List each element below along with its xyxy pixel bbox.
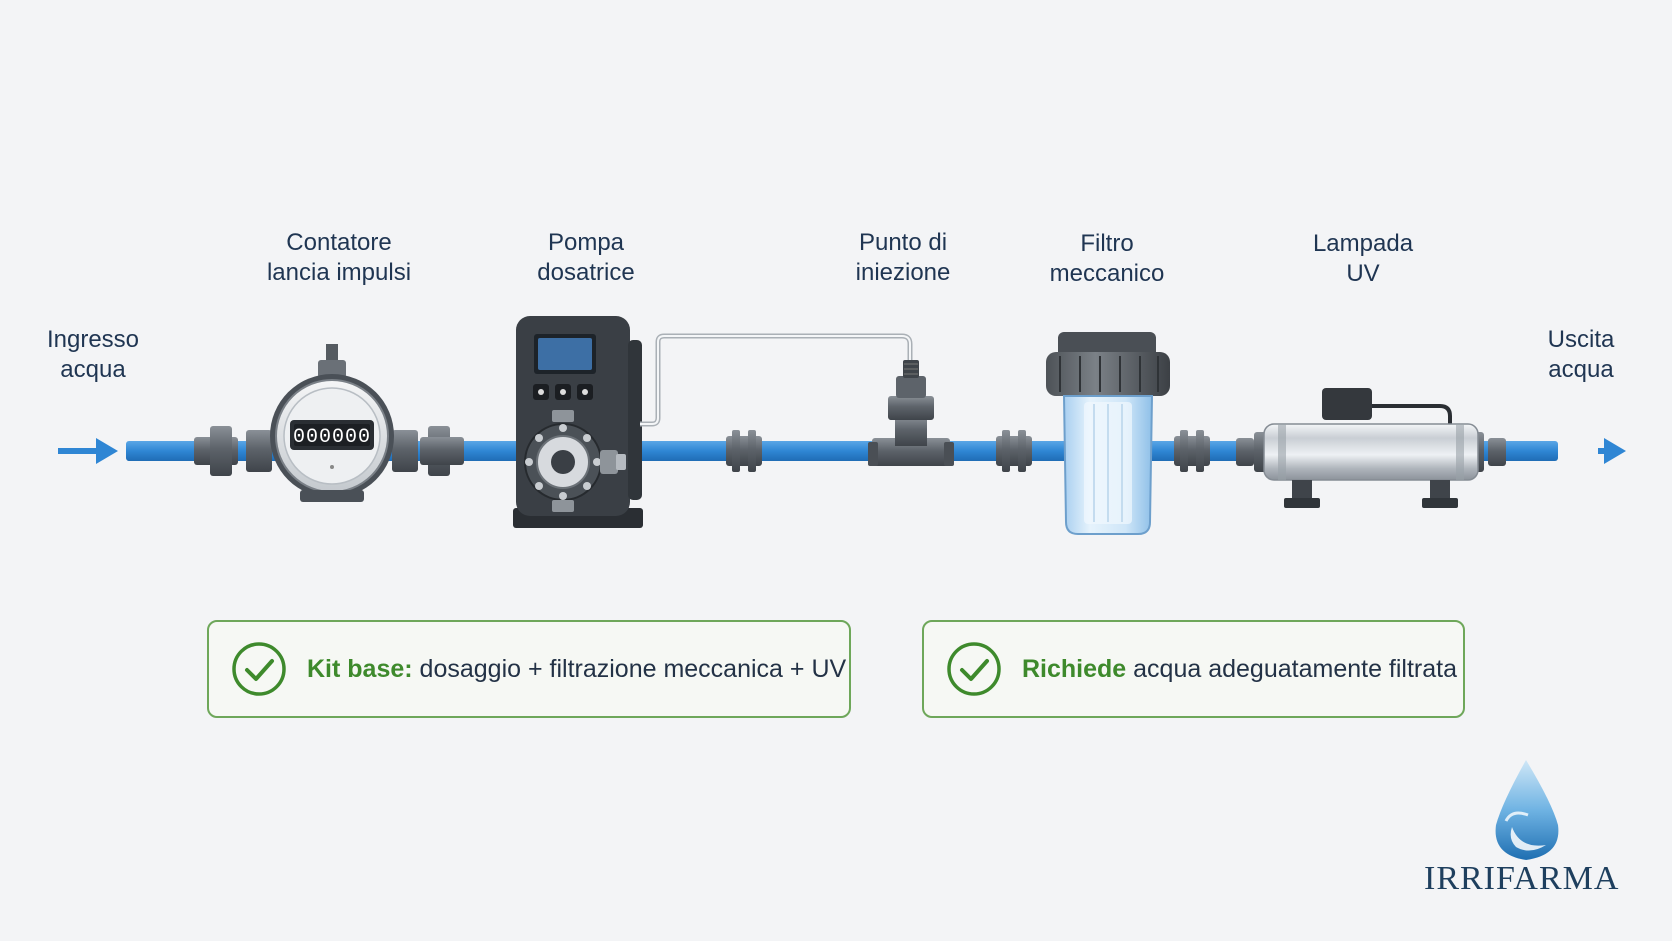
mechanical-filter-icon (1046, 332, 1170, 535)
note-requirement-text: Richiede acqua adeguatamente filtrata (1022, 655, 1457, 684)
dosing-pump-icon (513, 316, 643, 528)
label-filter: Filtro meccanico (1050, 229, 1165, 289)
label-meter: Contatore lancia impulsi (267, 228, 411, 288)
dosing-tube (640, 333, 913, 427)
label-inlet: Ingresso acqua (47, 325, 139, 385)
label-inlet-line2: acqua (60, 356, 126, 383)
note-kit-body: dosaggio + filtrazione meccanica + UV (419, 654, 847, 683)
label-filter-line1: Filtro (1080, 230, 1134, 257)
label-filter-line2: meccanico (1049, 260, 1165, 287)
label-uv-line2: UV (1346, 260, 1380, 287)
uv-lamp-icon (1236, 388, 1506, 508)
pipe-union-icon (726, 430, 762, 472)
note-box-requirement: Richiede acqua adeguatamente filtrata (922, 620, 1465, 718)
check-circle-icon (947, 642, 1001, 696)
label-inlet-line1: Ingresso (46, 326, 140, 353)
note-kit-text: Kit base: dosaggio + filtrazione meccani… (307, 655, 846, 684)
label-injection-line1: Punto di (858, 229, 948, 256)
label-meter-line2: lancia impulsi (266, 259, 412, 286)
label-pump-line2: dosatrice (537, 259, 635, 286)
brand-name: IRRIFARMA (1424, 860, 1620, 897)
note-requirement-body: acqua adeguatamente filtrata (1133, 654, 1457, 683)
pipe-union-icon (996, 430, 1032, 472)
label-pump-line1: Pompa (547, 229, 625, 256)
check-circle-icon (232, 642, 286, 696)
label-outlet: Uscita acqua (1548, 325, 1615, 385)
note-requirement-strong: Richiede (1022, 654, 1127, 683)
label-outlet-line2: acqua (1548, 356, 1614, 383)
note-kit-strong: Kit base: (307, 654, 413, 683)
label-meter-line1: Contatore (286, 229, 392, 256)
meter-display: 000000 (293, 426, 371, 449)
outlet-arrow-icon (1598, 438, 1626, 464)
label-uv: Lampada UV (1313, 229, 1413, 289)
inlet-arrow-icon (58, 438, 118, 464)
label-injection: Punto di iniezione (856, 228, 951, 288)
note-box-kit: Kit base: dosaggio + filtrazione meccani… (207, 620, 851, 718)
label-outlet-line1: Uscita (1547, 326, 1615, 353)
injection-point-icon (868, 360, 954, 466)
pipe-union-icon (1174, 430, 1210, 472)
label-uv-line1: Lampada (1312, 230, 1414, 257)
label-injection-line2: iniezione (855, 259, 951, 286)
pulse-water-meter-icon (194, 344, 464, 502)
water-drop-logo-icon (1495, 760, 1559, 860)
label-pump: Pompa dosatrice (537, 228, 634, 288)
